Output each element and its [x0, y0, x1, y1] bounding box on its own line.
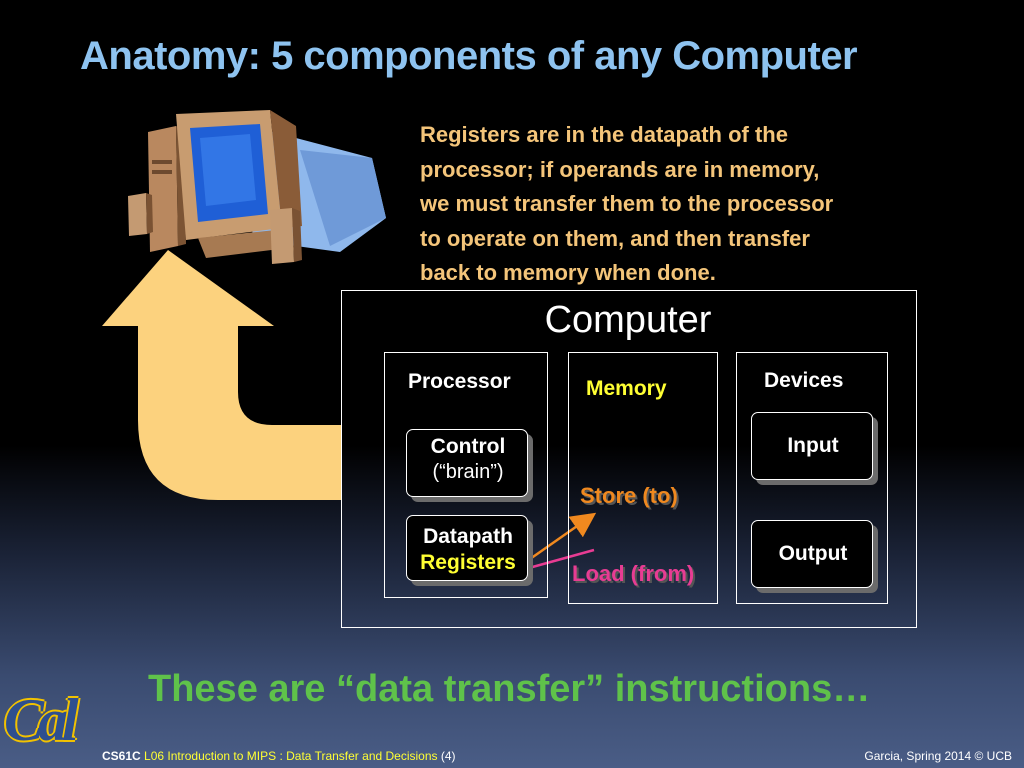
- footer-left: CS61C L06 Introduction to MIPS : Data Tr…: [102, 749, 456, 763]
- control-box: [406, 429, 528, 497]
- load-arrow: [517, 548, 595, 573]
- store-label: Store (to): [580, 483, 678, 508]
- datapath-label: Datapath: [423, 525, 513, 548]
- datapath-box: [406, 515, 528, 581]
- registers-note: Registers are in the datapath of the pro…: [420, 122, 834, 285]
- devices-label: Devices: [764, 369, 844, 392]
- processor-box: [384, 352, 548, 598]
- footer-page: (4): [440, 749, 456, 763]
- computer-label: Computer: [544, 299, 712, 341]
- devices-box: [736, 352, 888, 604]
- processor-label: Processor: [408, 370, 511, 393]
- cal-logo: Cal: [4, 687, 79, 753]
- memory-label: Memory: [586, 377, 667, 400]
- slide-title: Anatomy: 5 components of any Computer: [80, 34, 858, 78]
- output-label: Output: [778, 542, 848, 565]
- footer-lecture: L06 Introduction to MIPS : Data Transfer…: [144, 749, 438, 763]
- load-label: Load (from): [572, 561, 695, 586]
- output-box: [751, 520, 873, 588]
- control-label: Control: [430, 435, 506, 458]
- footer-credit: Garcia, Spring 2014 © UCB: [864, 749, 1012, 763]
- footer-course: CS61C: [102, 749, 141, 763]
- control-brain-label: (“brain”): [432, 461, 504, 483]
- registers-label: Registers: [420, 551, 516, 574]
- computer-box: [341, 290, 917, 628]
- data-transfer-note: These are “data transfer” instructions…: [148, 668, 871, 710]
- memory-box: [568, 352, 718, 604]
- input-label: Input: [787, 434, 839, 457]
- input-box: [751, 412, 873, 480]
- store-arrow: [519, 512, 597, 568]
